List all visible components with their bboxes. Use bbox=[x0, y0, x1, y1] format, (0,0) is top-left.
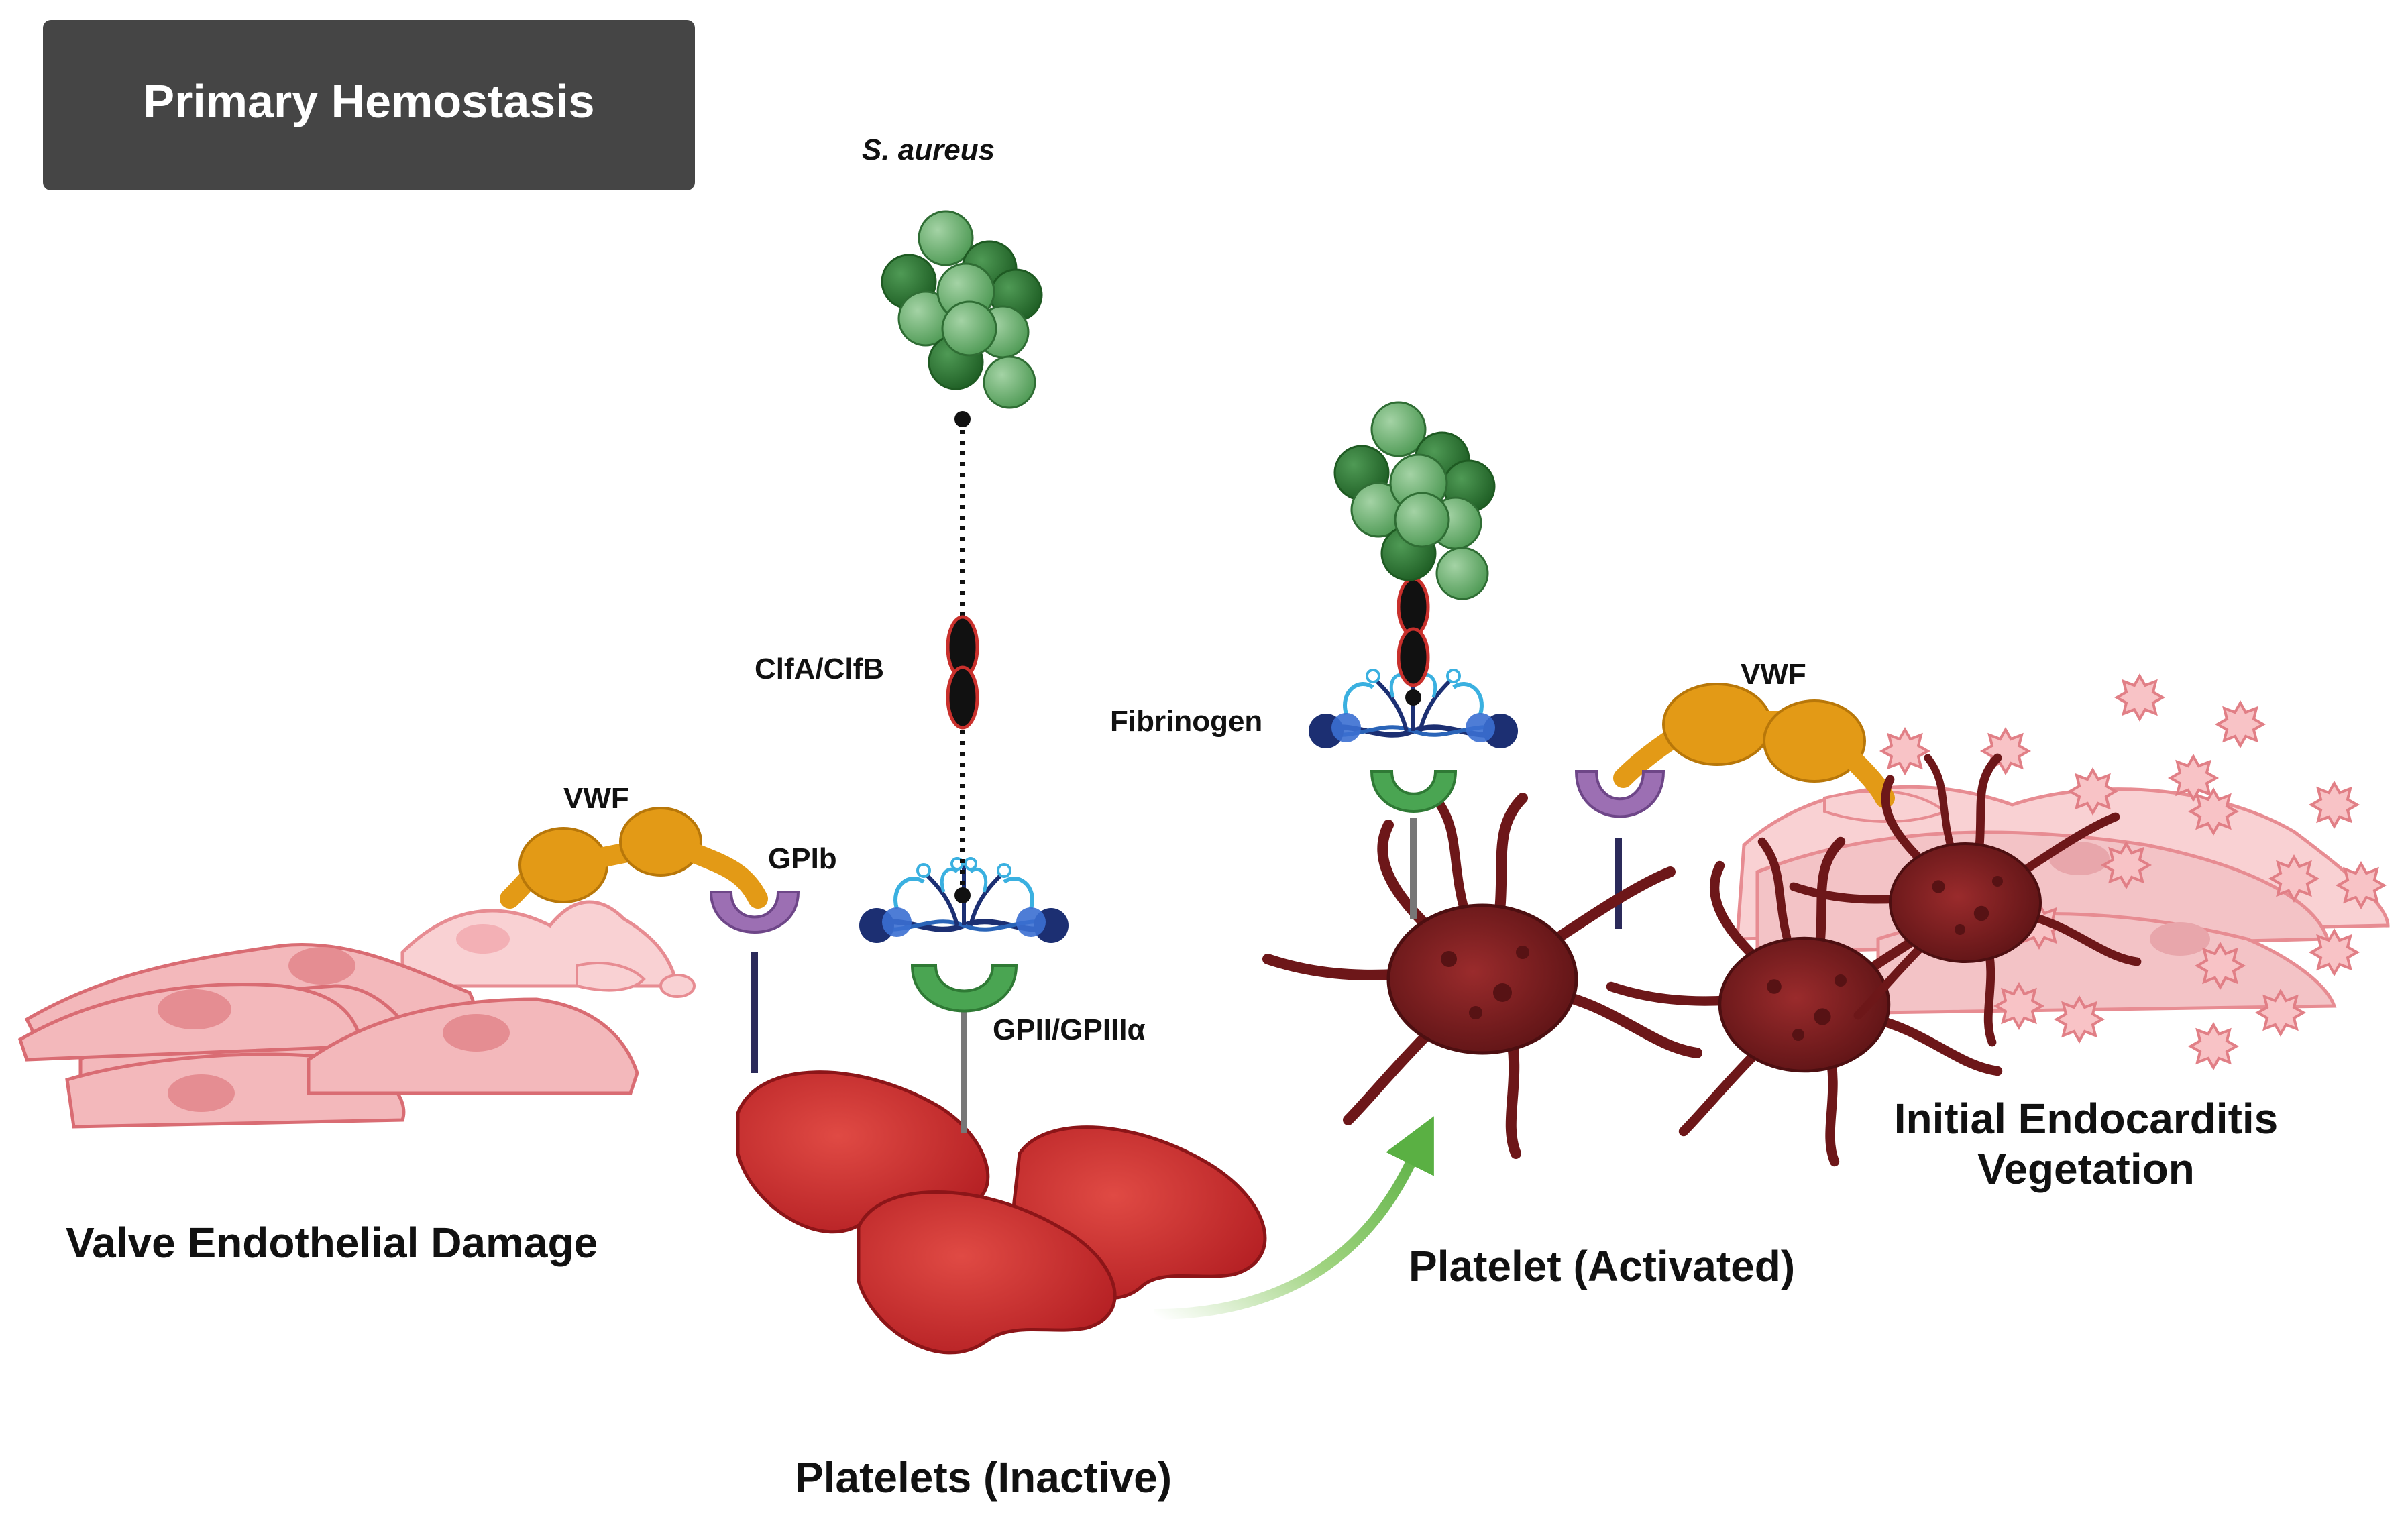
vegetation-label-line1: Initial Endocarditis bbox=[1894, 1095, 2279, 1143]
fibrinogen-label: Fibrinogen bbox=[1110, 705, 1262, 738]
diagram-title: Primary Hemostasis bbox=[143, 75, 594, 127]
clf-label: ClfA/ClfB bbox=[755, 653, 884, 685]
title-box: Primary Hemostasis bbox=[43, 20, 695, 190]
endothelial-cells bbox=[17, 900, 696, 1129]
gpii-receptor-center bbox=[910, 964, 1018, 1133]
clf-adhesin-right bbox=[1397, 577, 1430, 706]
s-aureus-cluster-top bbox=[881, 210, 1043, 409]
vwf-left bbox=[500, 807, 768, 909]
vwf-left-label: VWF bbox=[563, 782, 629, 815]
activated-platelet-main bbox=[1268, 798, 1697, 1154]
gpii-receptor-right bbox=[1370, 770, 1458, 919]
vwf-right bbox=[1613, 683, 1895, 808]
clf-adhesin bbox=[946, 615, 979, 730]
gpib-receptor bbox=[709, 891, 800, 1073]
activation-arrow bbox=[1153, 1116, 1434, 1320]
s-aureus-label: S. aureus bbox=[862, 133, 995, 166]
valve-damage-label: Valve Endothelial Damage bbox=[66, 1219, 598, 1267]
inactive-platelets bbox=[736, 1070, 1267, 1355]
vwf-right-label: VWF bbox=[1741, 658, 1806, 691]
gpii-label: GPII/GPIIIα bbox=[993, 1013, 1146, 1046]
s-aureus-cluster-right bbox=[1333, 401, 1496, 600]
gpib-receptor-right bbox=[1574, 770, 1665, 929]
gpib-label: GPIb bbox=[768, 842, 837, 875]
platelets-inactive-label: Platelets (Inactive) bbox=[795, 1453, 1172, 1502]
platelet-activated-label: Platelet (Activated) bbox=[1409, 1242, 1795, 1290]
vegetation-label-line2: Vegetation bbox=[1977, 1145, 2195, 1193]
